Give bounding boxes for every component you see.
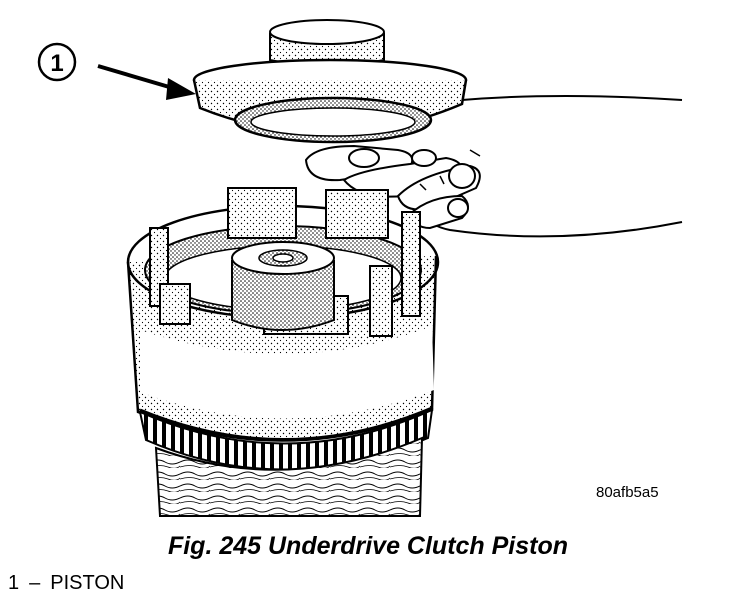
callout-1: 1 bbox=[37, 42, 196, 100]
legend-label: PISTON bbox=[50, 572, 125, 594]
clutch-housing bbox=[126, 187, 440, 517]
clutch-piston-illustration: 1 bbox=[37, 19, 683, 517]
figure-caption: Fig. 245 Underdrive Clutch Piston bbox=[167, 532, 569, 560]
legend-number: 1 bbox=[8, 572, 20, 594]
callout-arrow-shaft bbox=[97, 64, 177, 91]
callout-arrow-head bbox=[166, 78, 196, 100]
callout-number: 1 bbox=[50, 50, 63, 77]
piston bbox=[192, 19, 468, 144]
callout-circle bbox=[37, 42, 77, 82]
hand bbox=[304, 95, 683, 238]
figure-code: 80afb5a5 bbox=[596, 484, 659, 501]
legend-separator: – bbox=[29, 572, 41, 594]
legend: 1–PISTON bbox=[8, 572, 124, 595]
